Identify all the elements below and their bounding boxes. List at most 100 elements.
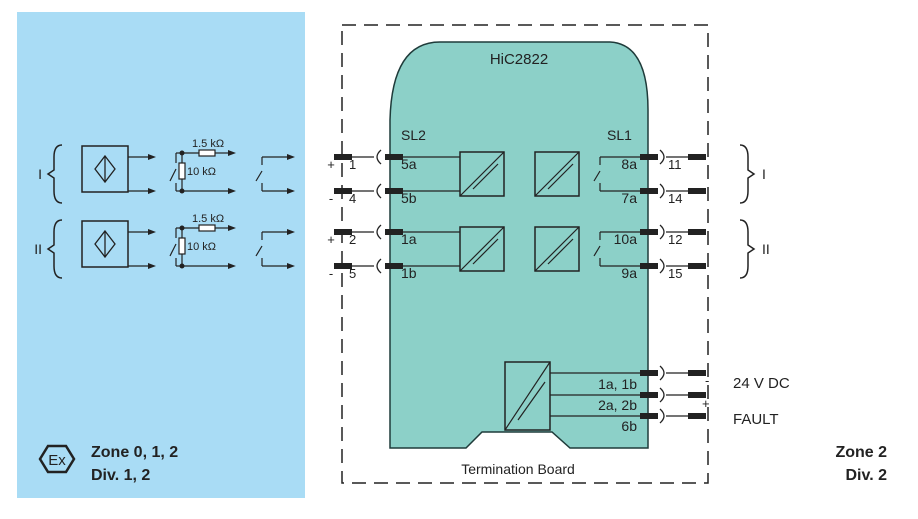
arrow-icon	[228, 188, 236, 194]
arrow-icon	[148, 229, 156, 235]
module-name: HiC2822	[490, 51, 548, 68]
field-terminal	[688, 413, 706, 419]
field-terminal	[688, 263, 706, 269]
power-pin-1: 1a, 1b	[598, 376, 637, 392]
safe-zone-line2: Div. 2	[846, 467, 888, 484]
resistor-icon	[178, 162, 186, 180]
brace	[739, 219, 756, 279]
resistor-icon	[178, 237, 186, 255]
terminal-number: 5	[349, 266, 356, 281]
arrow-icon	[228, 225, 236, 231]
power-pin-2: 2a, 2b	[598, 397, 637, 413]
channel-label: I	[38, 166, 42, 182]
terminal-number: 1	[349, 157, 356, 172]
isolator-icon	[534, 226, 580, 272]
ex-icon: Ex	[38, 444, 76, 474]
field-terminal	[334, 229, 352, 235]
pin-label: 5b	[401, 190, 417, 206]
plug-icon	[376, 258, 382, 274]
arrow-icon	[287, 154, 295, 160]
plug-icon	[376, 224, 382, 240]
resistor-icon	[198, 149, 216, 157]
module-pin	[640, 154, 658, 160]
terminal-number: 4	[349, 191, 356, 206]
power-minus: -	[705, 373, 709, 388]
plug-icon	[376, 183, 382, 199]
resistor-series-label: 1.5 kΩ	[192, 213, 224, 225]
field-terminal	[334, 263, 352, 269]
plug-icon	[659, 387, 665, 403]
plug-icon	[659, 224, 665, 240]
arrow-icon	[287, 188, 295, 194]
field-terminal	[688, 229, 706, 235]
arrow-icon	[148, 154, 156, 160]
channel-label: II	[34, 241, 42, 257]
module-pin	[385, 188, 403, 194]
module-pin	[640, 370, 658, 376]
hazardous-area	[17, 12, 305, 498]
terminal-sign: +	[327, 157, 335, 172]
isolator-icon	[459, 151, 505, 197]
channel-label: I	[762, 166, 766, 182]
supply-label: 24 V DC	[733, 375, 790, 392]
pin-label: 10a	[614, 231, 638, 247]
terminal-sign: +	[327, 232, 335, 247]
isolator-icon	[459, 226, 505, 272]
plug-icon	[659, 183, 665, 199]
resistor-parallel-label: 10 kΩ	[187, 166, 216, 178]
field-terminal	[688, 188, 706, 194]
field-terminal	[334, 154, 352, 160]
terminal-number: 2	[349, 232, 356, 247]
field-terminal	[688, 370, 706, 376]
arrow-icon	[228, 263, 236, 269]
channel-label: II	[762, 241, 770, 257]
plug-icon	[659, 408, 665, 424]
isolator-icon	[534, 151, 580, 197]
field-terminal	[688, 392, 706, 398]
module-pin	[640, 413, 658, 419]
terminal-number: 12	[668, 232, 682, 247]
hazardous-zone-line1: Zone 0, 1, 2	[91, 444, 178, 461]
arrow-icon	[148, 188, 156, 194]
safe-zone-line1: Zone 2	[835, 444, 887, 461]
field-terminal	[334, 188, 352, 194]
module-pin	[640, 392, 658, 398]
channel-2: II 1.5 kΩ 10 kΩ +2 1a - 5 1b 10a 12 9a 15 II	[34, 213, 770, 281]
module-body	[389, 41, 649, 449]
terminal-number: 11	[668, 157, 682, 172]
pin-label: 5a	[401, 156, 417, 172]
brace	[739, 144, 756, 204]
pin-label: 1b	[401, 265, 417, 281]
slot-sl1: SL1	[607, 127, 632, 143]
hazardous-zone-line2: Div. 1, 2	[91, 467, 150, 484]
arrow-icon	[287, 229, 295, 235]
resistor-series-label: 1.5 kΩ	[192, 138, 224, 150]
module-pin	[640, 229, 658, 235]
module-pin	[385, 229, 403, 235]
brace	[46, 219, 63, 279]
field-terminal	[688, 154, 706, 160]
pin-label: 9a	[621, 265, 637, 281]
plug-icon	[659, 258, 665, 274]
slot-sl2: SL2	[401, 127, 426, 143]
sensor-icon	[81, 220, 129, 268]
sensor-icon	[81, 145, 129, 193]
terminal-sign: -	[329, 191, 333, 206]
svg-text:Ex: Ex	[48, 452, 66, 469]
arrow-icon	[148, 263, 156, 269]
terminal-sign: -	[329, 266, 333, 281]
power-converter	[504, 361, 645, 431]
module-pin	[640, 263, 658, 269]
pin-label: 8a	[621, 156, 637, 172]
plug-icon	[659, 149, 665, 165]
pin-label: 1a	[401, 231, 417, 247]
termination-label: Termination Board	[461, 461, 575, 477]
arrow-icon	[287, 263, 295, 269]
resistor-icon	[198, 224, 216, 232]
terminal-number: 15	[668, 266, 682, 281]
module-pin	[385, 263, 403, 269]
module-pin	[640, 188, 658, 194]
terminal-number: 14	[668, 191, 682, 206]
resistor-parallel-label: 10 kΩ	[187, 241, 216, 253]
